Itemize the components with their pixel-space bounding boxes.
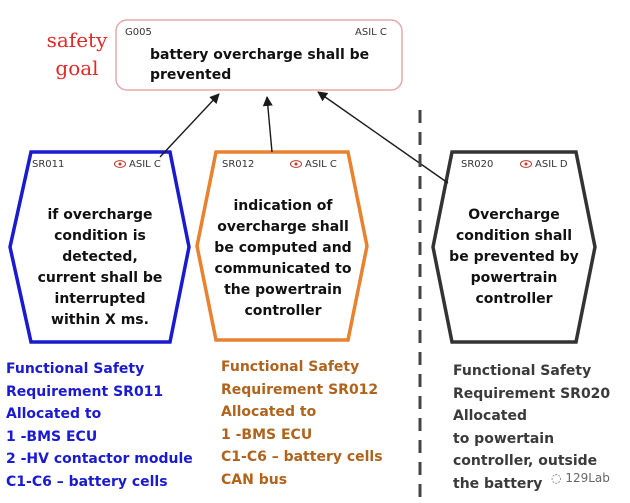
sr020-desc-line: controller, outside — [453, 453, 598, 469]
sr011-desc-line: Allocated to — [6, 406, 102, 422]
goal-asil: ASIL C — [355, 27, 387, 38]
sr011-text: if overcharge condition is detected, cur… — [37, 207, 163, 328]
sr020-asil: ASIL D — [520, 159, 568, 170]
sr011-desc-line: Requirement SR011 — [6, 383, 164, 400]
goal-box — [115, 19, 403, 91]
sr012-desc-line: C1-C6 – battery cells — [221, 449, 383, 465]
watermark-text: 129Lab — [565, 471, 610, 485]
eye-icon — [290, 160, 302, 168]
sr012-hexagon — [195, 150, 369, 342]
sr012-desc-line: Allocated to — [221, 404, 317, 420]
goal-id: G005 — [125, 27, 152, 38]
wechat-icon: ◌ — [551, 471, 562, 485]
sr020-id: SR020 — [461, 159, 494, 170]
goal-text: battery overcharge shall be prevented — [150, 47, 370, 83]
sr020-text: Overcharge condition shall be prevented … — [449, 207, 579, 307]
sr020-desc-line: Functional Safety — [453, 363, 592, 379]
sr011-desc-line: 1 -BMS ECU — [6, 428, 98, 445]
sr011-asil-text: ASIL C — [129, 159, 161, 170]
eye-icon — [114, 160, 126, 168]
sr020-desc-line: Allocated — [453, 408, 528, 424]
sr020-desc-line: to powertain — [453, 430, 555, 447]
sr012-asil-text: ASIL C — [305, 159, 337, 170]
sr012-description: Functional Safety Requirement SR012 Allo… — [221, 356, 383, 491]
sr011-hexagon — [8, 150, 191, 344]
sr011-desc-line: 2 -HV contactor module — [6, 451, 193, 467]
sr012-desc-line: Requirement SR012 — [221, 381, 379, 398]
sr011-description: Functional Safety Requirement SR011 Allo… — [6, 358, 193, 493]
sr012-id: SR012 — [222, 159, 255, 170]
sr011-id: SR011 — [32, 159, 65, 170]
sr020-description: Functional Safety Requirement SR020 Allo… — [453, 360, 610, 495]
arrow-sr020-to-goal — [317, 91, 449, 184]
sr012-desc-line: CAN bus — [221, 471, 288, 488]
sr012-desc-line: Functional Safety — [221, 359, 360, 375]
sr012-desc-line: 1 -BMS ECU — [221, 426, 313, 443]
sr020-desc-line: Requirement SR020 — [453, 385, 611, 402]
sr020-desc-line: the battery — [453, 475, 543, 492]
sr011-desc-line: C1-C6 – battery cells — [6, 473, 168, 490]
sr012-text: indication of overcharge shall be comput… — [214, 198, 352, 319]
watermark: ◌ 129Lab — [548, 470, 613, 486]
arrow-sr012-to-goal — [262, 96, 273, 153]
eye-icon — [520, 160, 532, 168]
sr011-desc-line: Functional Safety — [6, 361, 145, 377]
sr012-asil: ASIL C — [290, 159, 337, 170]
arrow-sr011-to-goal — [159, 93, 220, 158]
sr011-asil: ASIL C — [114, 159, 161, 170]
sr020-hexagon — [431, 150, 597, 344]
safety-goal-label: safety goal — [46, 28, 108, 80]
sr020-asil-text: ASIL D — [535, 159, 568, 170]
